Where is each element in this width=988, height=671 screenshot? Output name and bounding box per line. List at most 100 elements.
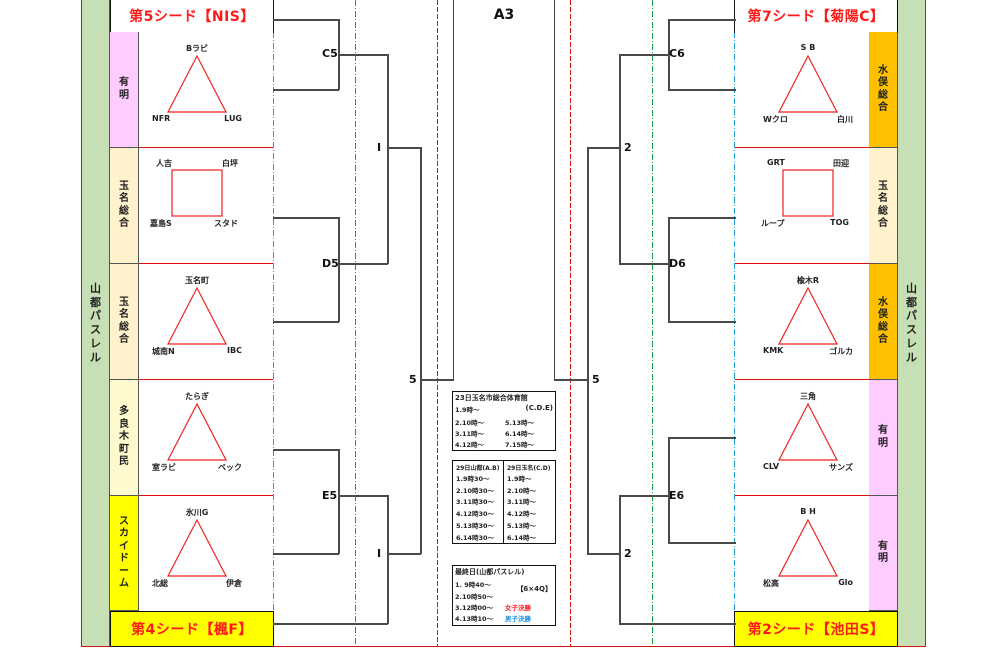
bracket-line	[668, 89, 736, 91]
bracket-frame	[81, 0, 926, 647]
team-name: KMK	[763, 346, 784, 355]
league-triangle	[778, 286, 838, 345]
bracket-line	[387, 147, 421, 149]
triangle-shape	[167, 402, 227, 461]
left-group-4: たらぎ室ラビベック	[139, 380, 273, 496]
bracket-line	[273, 89, 339, 91]
right-group-venue: 水俣総合	[868, 264, 897, 380]
bracket-line	[273, 449, 339, 451]
team-name: 松高	[763, 579, 779, 588]
schedule-day29-head-right: 29日玉名(C.D)	[507, 465, 551, 472]
left-group-venue: 多良木町民	[110, 380, 139, 496]
venue-char: パ	[906, 309, 917, 323]
schedule-day23-slot: 6.14時～	[505, 430, 535, 438]
league-triangle	[167, 286, 227, 345]
schedule-day29-slot: 3.11時～	[507, 498, 537, 507]
triangle-shape	[167, 54, 227, 113]
team-name: 氷川G	[185, 508, 209, 517]
team-name: S B	[800, 43, 816, 52]
match-c5: C5	[322, 47, 338, 60]
venue-char: 俣	[878, 77, 888, 88]
triangle-shape	[167, 518, 227, 577]
bracket-line	[619, 54, 621, 264]
bracket-line	[387, 54, 389, 264]
schedule-day23-slot: 4.12時～	[455, 441, 485, 449]
venue-char: 玉	[119, 180, 129, 192]
bracket-line	[587, 147, 620, 149]
bracket-line	[387, 495, 389, 624]
venue-char: レ	[906, 336, 917, 350]
venue-char: ル	[906, 350, 917, 364]
venue-char: 総	[119, 321, 129, 333]
schedule-day29-slot: 3.11時30～	[456, 498, 495, 507]
venue-char: レ	[90, 336, 101, 350]
right-group-venue: 有明	[868, 496, 897, 611]
venue-char: 多	[119, 406, 129, 418]
bracket-line	[338, 495, 388, 497]
match-right-r2a: 2	[624, 141, 632, 154]
bracket-line	[619, 495, 621, 624]
bracket-line	[338, 449, 340, 554]
schedule-day29-slot: 4.12時30～	[456, 510, 495, 519]
schedule-day23-title: 23日玉名市総合体育館	[455, 394, 528, 402]
venue-char: 有	[878, 425, 888, 436]
triangle-shape	[778, 518, 838, 577]
venue-char: ス	[119, 515, 129, 527]
match-right-r2b: 2	[624, 547, 632, 560]
venue-char: 良	[119, 418, 129, 430]
venue-char: 明	[878, 437, 888, 449]
bracket-line	[619, 54, 669, 56]
left-group-venue: 玉名総合	[110, 148, 139, 264]
right-group-venue: 玉名総合	[868, 148, 897, 264]
schedule-day23-slot: 5.13時～	[505, 419, 535, 427]
venue-char: ル	[90, 350, 101, 364]
men-final-label: 男子決勝	[505, 615, 531, 623]
schedule-final-slot: 4.13時10～	[455, 615, 494, 623]
schedule-day29-slot: 4.12時～	[507, 510, 537, 519]
bracket-line	[554, 379, 588, 381]
venue-char: 総	[119, 205, 129, 217]
team-name: 田迎	[833, 159, 849, 168]
venue-char: ー	[119, 565, 129, 577]
team-name: サンズ	[829, 463, 853, 472]
left-group-venue: 有明	[110, 32, 139, 148]
bracket-line	[587, 147, 589, 554]
venue-char: ム	[119, 578, 129, 589]
bracket-line	[619, 495, 669, 497]
schedule-day23-slot: 2.10時～	[455, 419, 485, 427]
bracket-line	[338, 54, 388, 56]
right-group-venue: 水俣総合	[868, 32, 897, 148]
final-match-label: A3	[493, 7, 515, 23]
team-name: ゴルカ	[829, 347, 853, 356]
right-outer-venue: 山都パスレル	[897, 0, 925, 646]
right-bottom-seed: 第2シード【池田S】	[734, 611, 898, 647]
venue-char: 山	[906, 281, 917, 295]
team-name: NFR	[152, 114, 171, 123]
left-top-seed: 第5シード【NIS】	[110, 0, 274, 33]
venue-char: 合	[878, 218, 888, 229]
bracket-line	[338, 263, 388, 265]
schedule-final-format: 【6×4Q】	[516, 585, 552, 593]
schedule-final: 最終日(山都パスレル) 1. 9時40～ 【6×4Q】 2.10時50～ 3.1…	[452, 565, 556, 626]
team-name: 室ラビ	[152, 463, 176, 472]
venue-char: 名	[878, 193, 888, 204]
schedule-day29-slot: 2.10時30～	[456, 486, 495, 495]
left-outer-venue: 山都パスレル	[82, 0, 110, 646]
bracket-line	[668, 542, 736, 544]
bracket-line	[273, 217, 339, 219]
schedule-final-slot: 3.12時00～	[455, 604, 494, 612]
venue-char: 合	[119, 218, 129, 229]
team-name: スタド	[214, 219, 238, 228]
team-name: Wクロ	[763, 115, 788, 124]
bracket-line	[420, 379, 454, 381]
league-triangle	[167, 402, 227, 461]
league-triangle	[778, 54, 838, 113]
team-name: GRT	[767, 158, 785, 167]
league-triangle	[778, 402, 838, 461]
league-triangle	[167, 518, 227, 577]
schedule-day29-slot: 1.9時30～	[456, 475, 490, 483]
